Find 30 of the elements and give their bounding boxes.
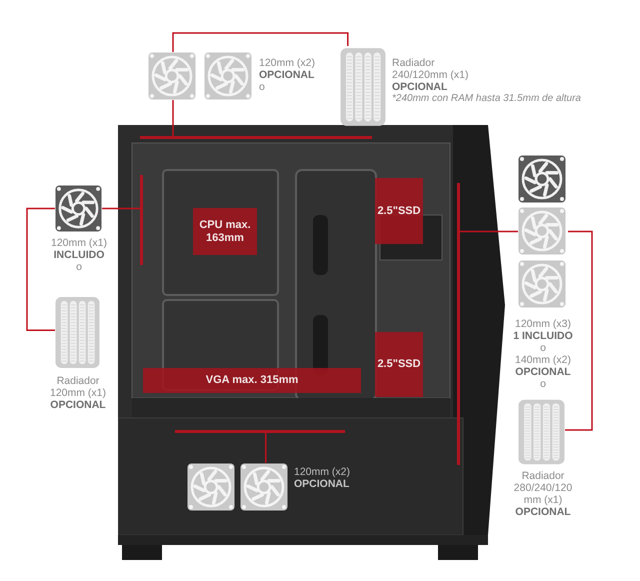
spec-text: 1 INCLUIDO <box>512 330 574 342</box>
spec-text: o <box>539 378 547 390</box>
spec-text: 120mm (x1) <box>50 237 108 249</box>
leader-line <box>26 208 55 332</box>
spec-text: o <box>539 342 547 354</box>
spec-text: 120mm (x3) <box>514 318 572 330</box>
spec-text: OPCIONAL <box>392 81 448 93</box>
spec-text: Radiador <box>392 57 436 69</box>
spec-text: o <box>259 81 266 93</box>
spec-text: OPCIONAL <box>259 69 316 81</box>
spec-text: OPCIONAL <box>514 366 572 378</box>
spec-text: 120mm (x2) <box>259 57 316 69</box>
radiator-icon <box>340 46 386 128</box>
spec-text: 240/120mm (x1) <box>392 69 470 81</box>
radiator-icon <box>55 295 100 370</box>
spec-text: Radiador <box>56 375 100 387</box>
radiator-icon <box>518 398 565 466</box>
leader-line <box>460 230 518 232</box>
spec-text: 140mm (x2) <box>514 354 572 366</box>
spec-text: INCLUIDO <box>52 249 106 261</box>
spec-text: 280/240/120 mm (x1) <box>512 482 574 506</box>
leader-line <box>172 32 349 52</box>
fan-icon <box>55 185 102 232</box>
spec-text: o <box>75 261 83 273</box>
spec-text: OPCIONAL <box>514 506 572 518</box>
spec-text: Radiador <box>520 470 566 482</box>
leader-line <box>565 230 593 431</box>
spec-text: 120mm (x1) <box>48 387 107 399</box>
spec-text: *240mm con RAM hasta 31.5mm de altura <box>392 93 581 105</box>
spec-text: OPCIONAL <box>49 399 107 411</box>
